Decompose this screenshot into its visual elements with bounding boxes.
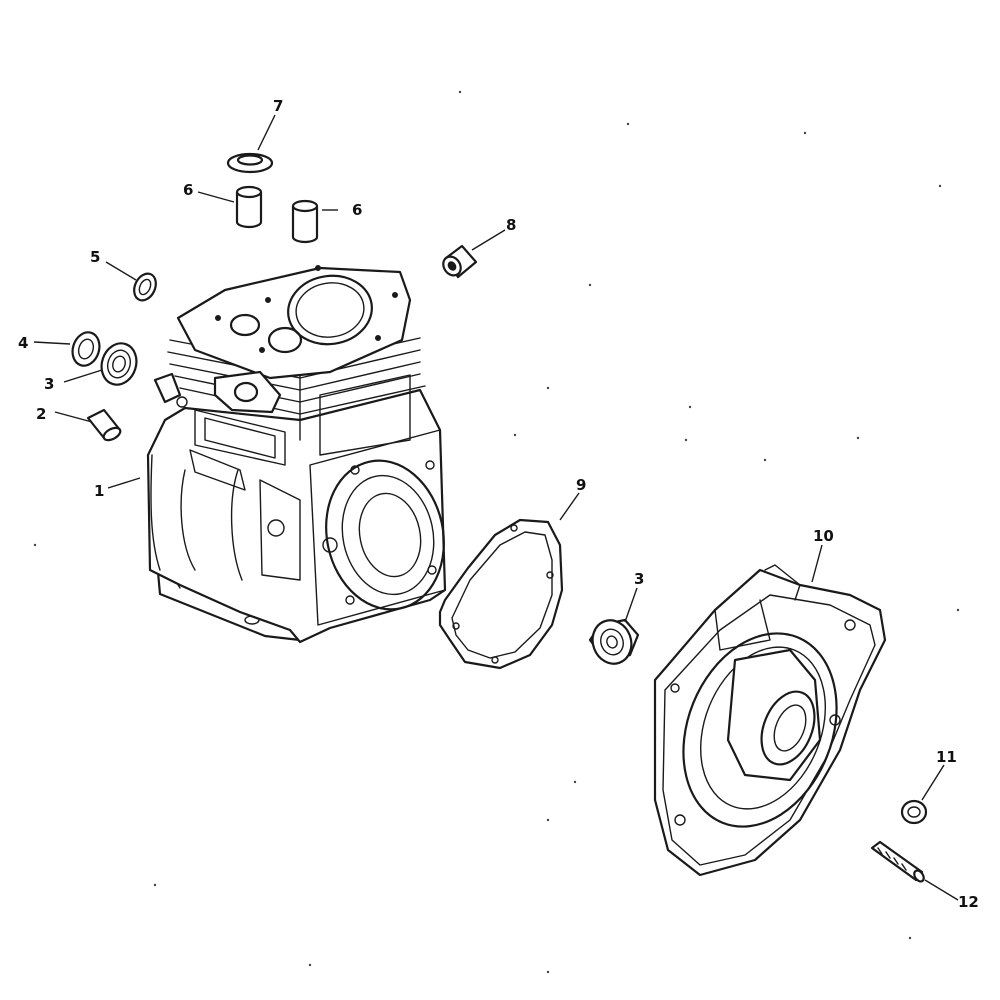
bolt (870, 840, 925, 883)
valve-seal (226, 152, 274, 174)
valve-guide-right (291, 199, 319, 244)
callout-4: 4 (18, 334, 28, 352)
callout-10: 10 (813, 527, 834, 545)
callout-11: 11 (936, 748, 957, 766)
callout-9: 9 (576, 476, 586, 494)
bushing (442, 244, 478, 279)
leader-lines (33, 114, 959, 901)
callout-6-left: 6 (183, 181, 193, 199)
callout-7: 7 (273, 97, 283, 115)
gasket (438, 518, 564, 670)
washer (133, 272, 157, 302)
cylinder-block (146, 265, 447, 644)
callout-3-left: 3 (44, 375, 54, 393)
callout-12: 12 (958, 893, 979, 911)
callout-labels: 1 2 3 3 4 5 6 6 7 8 9 10 11 12 (18, 97, 979, 911)
scan-specks (33, 90, 960, 974)
callout-3-right: 3 (634, 570, 644, 588)
valve-guide-left (235, 185, 263, 229)
callout-8: 8 (506, 216, 516, 234)
callout-5: 5 (90, 248, 100, 266)
oil-seal-left (71, 331, 101, 367)
dowel-pin (86, 408, 122, 442)
oil-seal-right (900, 799, 928, 825)
crankcase-cover (653, 564, 887, 877)
callout-1: 1 (94, 482, 104, 500)
callout-6-right: 6 (352, 201, 362, 219)
bearing-left (100, 342, 138, 386)
callout-2: 2 (36, 405, 46, 423)
bearing-right (588, 618, 640, 665)
